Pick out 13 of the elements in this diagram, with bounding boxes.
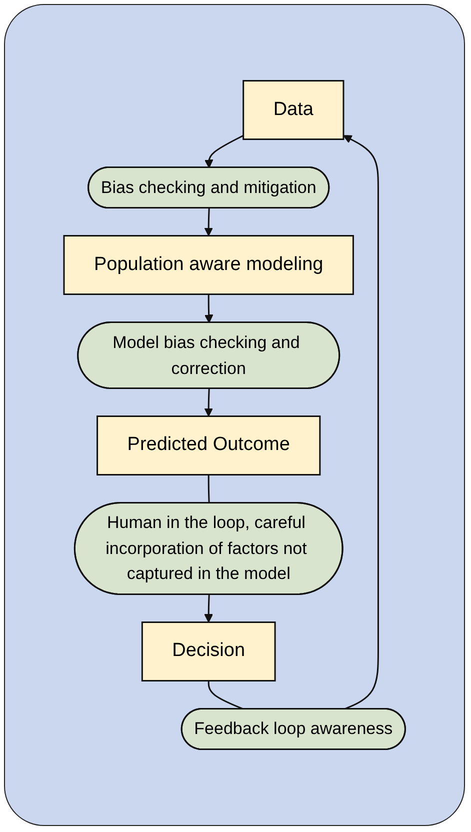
arrow xyxy=(204,208,213,236)
node-box xyxy=(242,80,344,140)
node-box xyxy=(141,622,276,682)
arrow xyxy=(342,135,379,710)
connector xyxy=(208,474,210,504)
connector xyxy=(208,680,244,710)
arrow xyxy=(204,594,213,623)
panel-background: Data Bias checking and mitigation Population aware modeling Model bias checking and correction Predicted Outcome Human in the loop, careful incorporation of factors not captured in the model Decision Feedback loop awareness xyxy=(4,4,465,826)
node-box xyxy=(63,235,354,295)
arrow xyxy=(204,294,214,324)
node-box xyxy=(96,416,321,476)
arrow xyxy=(204,388,213,417)
arrow xyxy=(204,134,244,168)
